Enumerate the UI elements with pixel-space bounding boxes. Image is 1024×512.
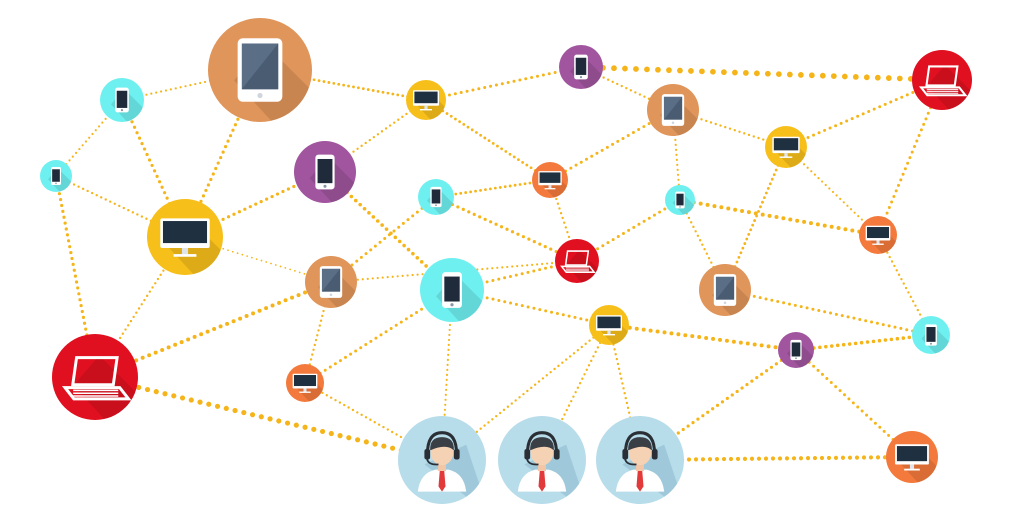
network-link [794, 348, 914, 459]
smartphone-icon [420, 258, 484, 322]
network-link [638, 348, 798, 462]
support-agent-icon [398, 416, 486, 504]
laptop-icon [555, 239, 599, 283]
network-link [54, 98, 124, 178]
network-link [120, 68, 262, 102]
laptop-icon [912, 50, 972, 110]
monitor-icon [859, 216, 897, 254]
monitor-icon [532, 162, 568, 198]
monitor-icon [286, 364, 324, 402]
smartphone-icon [100, 78, 144, 122]
monitor-icon [589, 305, 629, 345]
network-link [794, 333, 933, 352]
smartphone-icon [912, 316, 950, 354]
network-link [578, 64, 945, 83]
support-agent-icon [498, 416, 586, 504]
network-link [424, 98, 552, 182]
monitor-icon [147, 199, 223, 275]
tablet-icon [647, 84, 699, 136]
network-link [329, 259, 579, 284]
network-link [548, 108, 675, 182]
monitor-icon [765, 126, 807, 168]
network-link [93, 280, 333, 379]
network-link [434, 195, 579, 263]
smartphone-icon [294, 141, 356, 203]
network-link [723, 288, 933, 337]
network-nodes [40, 18, 972, 504]
monitor-icon [406, 80, 446, 120]
tablet-icon [305, 256, 357, 308]
network-link [440, 288, 454, 462]
network-link [678, 198, 880, 237]
support-agent-icon [596, 416, 684, 504]
network-link [92, 374, 445, 463]
network-link [258, 68, 428, 102]
network-link [876, 78, 944, 237]
network-link [575, 198, 682, 263]
smartphone-icon [40, 160, 72, 192]
network-link [607, 323, 798, 352]
network-link [424, 65, 583, 102]
monitor-icon [886, 431, 938, 483]
smartphone-icon [665, 185, 695, 215]
smartphone-icon [778, 332, 814, 368]
tablet-icon [699, 264, 751, 316]
laptop-icon [52, 334, 138, 420]
network-link [784, 145, 880, 237]
tablet-icon [208, 18, 312, 122]
network-link [183, 170, 327, 239]
smartphone-icon [418, 179, 454, 215]
network-link [434, 178, 552, 199]
network-link [784, 78, 944, 149]
smartphone-icon [559, 45, 603, 89]
network-link [54, 174, 97, 379]
